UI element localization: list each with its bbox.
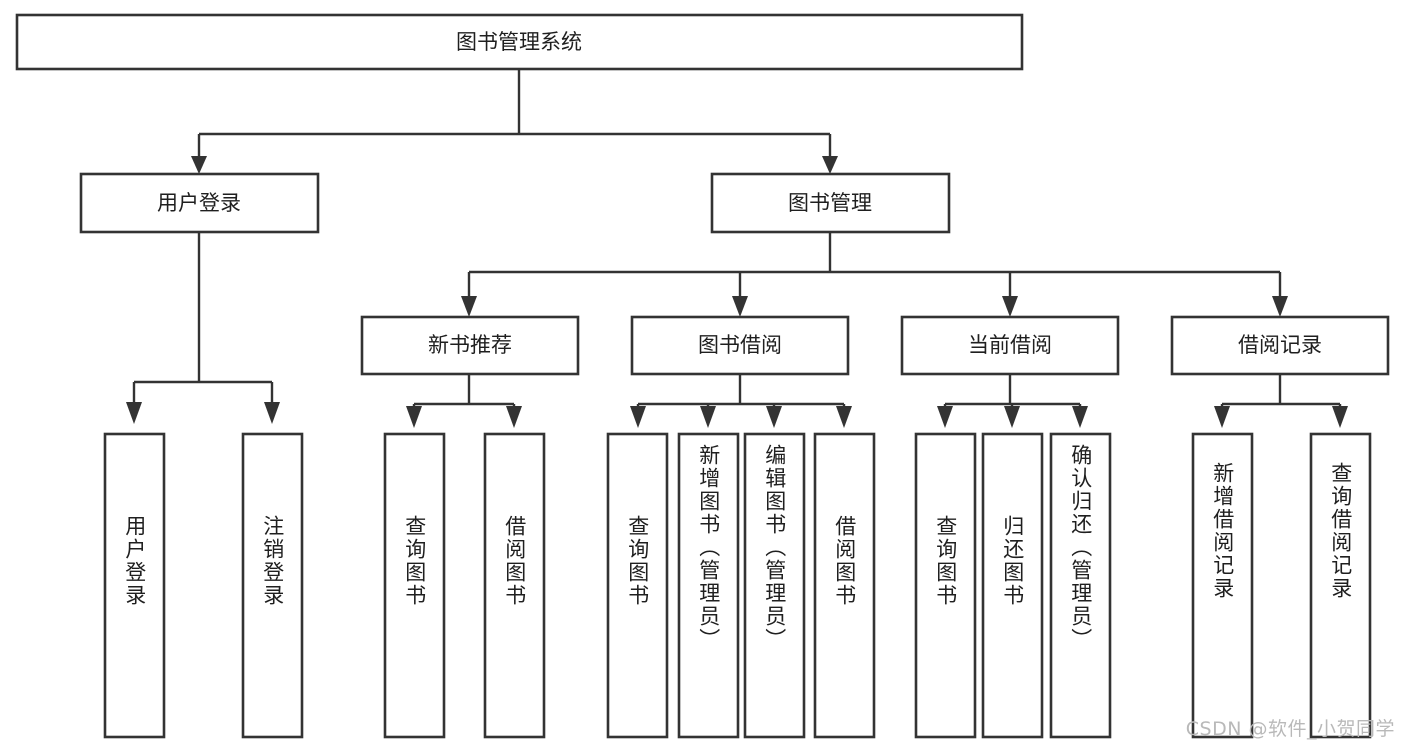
arrowhead-recommend-leaf-1 — [406, 406, 422, 428]
node-borrow-record[interactable] — [1170, 315, 1390, 376]
node-leaf-record-add-record[interactable] — [1191, 432, 1254, 739]
node-book-management-label: 图书管理 — [788, 191, 872, 215]
node-current-borrow-label: 当前借阅 — [968, 333, 1052, 357]
arrowhead-borrow-leaf-4 — [836, 406, 852, 428]
arrowhead-record-leaf-2 — [1332, 406, 1348, 428]
node-new-book-recommend-label: 新书推荐 — [428, 333, 512, 357]
arrowhead-borrow-record — [1272, 296, 1288, 317]
node-leaf-recommend-query-book[interactable] — [383, 432, 446, 739]
node-current-borrow[interactable] — [900, 315, 1120, 376]
node-leaf-current-confirm-return-admin[interactable] — [1049, 432, 1112, 739]
arrowhead-current-leaf-2 — [1004, 406, 1020, 428]
node-leaf-borrow-query-book[interactable] — [606, 432, 669, 739]
arrowhead-login-leaf-2 — [264, 402, 280, 424]
arrowhead-current-leaf-1 — [937, 406, 953, 428]
arrowhead-current-leaf-3 — [1072, 406, 1088, 428]
node-root-book-management-system[interactable] — [15, 13, 1024, 71]
node-leaf-current-query-book[interactable] — [914, 432, 977, 739]
arrowhead-borrow-leaf-1 — [630, 406, 646, 428]
node-user-login[interactable] — [79, 172, 320, 234]
arrowhead-user-login — [191, 156, 207, 174]
node-leaf-user-login-login[interactable] — [103, 432, 166, 739]
arrowhead-recommend-leaf-2 — [506, 406, 522, 428]
node-book-management[interactable] — [710, 172, 951, 234]
arrowhead-book-management — [822, 156, 838, 174]
edges-layer — [126, 69, 1348, 428]
arrowhead-new-book-recommend — [461, 296, 477, 317]
node-leaf-user-login-logout[interactable] — [241, 432, 304, 739]
watermark-text: CSDN @软件_小贺同学 — [1185, 718, 1395, 740]
node-leaf-borrow-add-book-admin[interactable] — [677, 432, 740, 739]
arrowhead-login-leaf-1 — [126, 402, 142, 424]
arrowhead-current-borrow — [1002, 296, 1018, 317]
node-leaf-recommend-borrow-book[interactable] — [483, 432, 546, 739]
node-user-login-label: 用户登录 — [157, 191, 241, 215]
node-leaf-borrow-edit-book-admin[interactable] — [743, 432, 806, 739]
node-root-label: 图书管理系统 — [456, 30, 582, 54]
node-leaf-record-query-record[interactable] — [1309, 432, 1372, 739]
node-borrow-record-label: 借阅记录 — [1238, 333, 1322, 357]
node-new-book-recommend[interactable] — [360, 315, 580, 376]
node-book-borrow-label: 图书借阅 — [698, 333, 782, 357]
node-book-borrow[interactable] — [630, 315, 850, 376]
arrowhead-borrow-leaf-3 — [766, 406, 782, 428]
node-leaf-current-return-book[interactable] — [981, 432, 1044, 739]
arrowhead-book-borrow — [732, 296, 748, 317]
arrowhead-borrow-leaf-2 — [700, 406, 716, 428]
nodes-layer: 图书管理系统 用户登录 图书管理 新书推荐 图书借阅 当前借阅 借阅记录 — [15, 13, 1390, 739]
arrowhead-record-leaf-1 — [1214, 406, 1230, 428]
node-leaf-borrow-borrow-book[interactable] — [813, 432, 876, 739]
